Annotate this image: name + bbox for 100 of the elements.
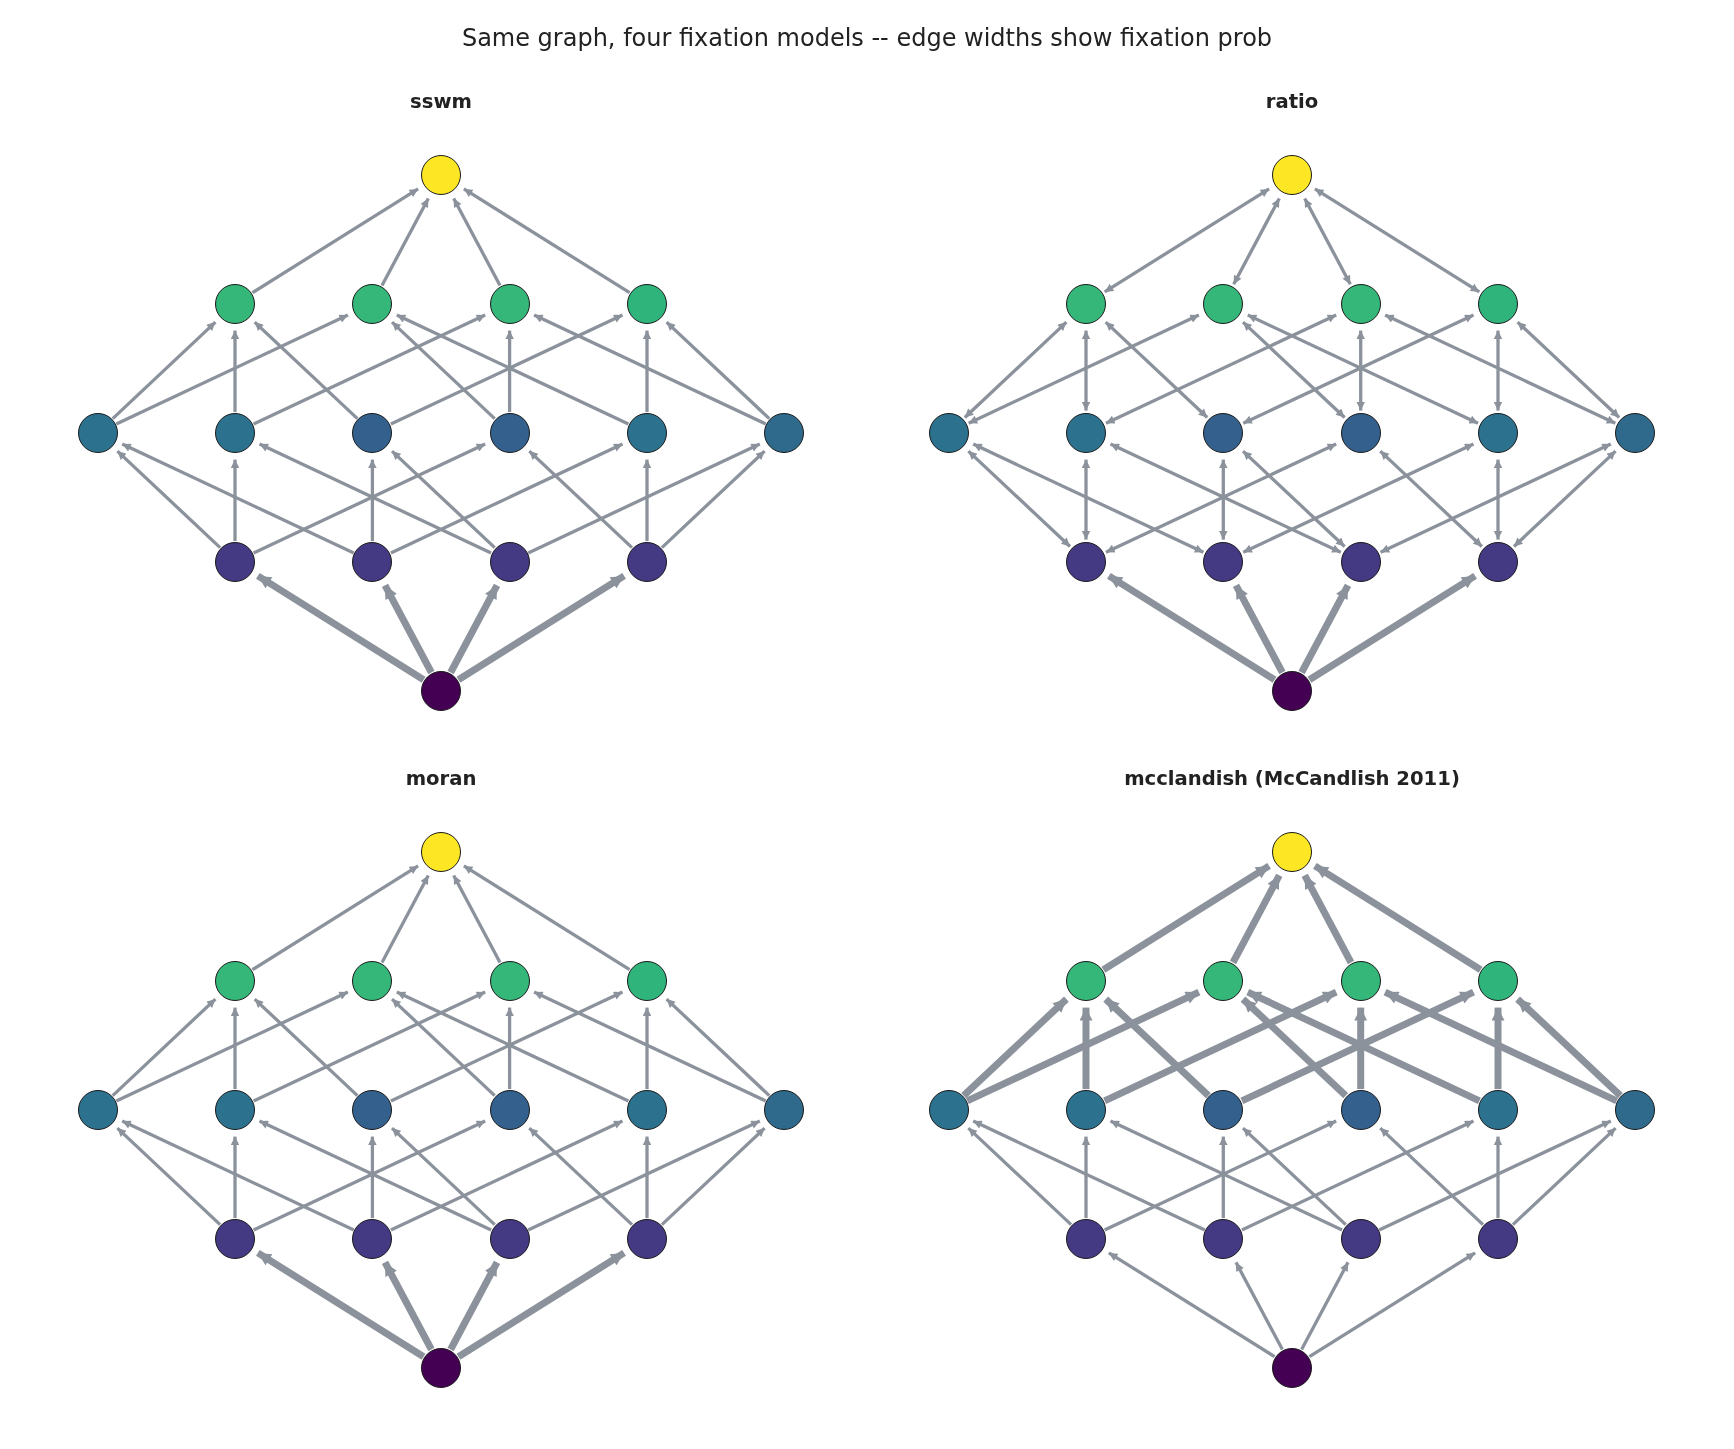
arrow <box>527 442 761 555</box>
graph-node <box>1272 670 1312 711</box>
arrow <box>452 874 502 964</box>
arrow <box>368 1136 377 1219</box>
graph-node <box>1203 1218 1244 1259</box>
arrow <box>961 996 1069 1099</box>
panel-title: ratio <box>1265 90 1319 114</box>
graph-node <box>1340 1218 1381 1259</box>
arrow <box>1493 1136 1503 1219</box>
graph-node <box>1477 283 1518 324</box>
arrow <box>116 449 222 549</box>
arrow <box>1219 1136 1228 1219</box>
arrow <box>1384 313 1616 425</box>
graph-node <box>1066 960 1107 1001</box>
arrow <box>1300 1261 1350 1351</box>
graph-node <box>421 670 461 711</box>
arrow <box>252 990 486 1103</box>
arrow <box>1313 862 1483 973</box>
arrow <box>505 330 514 413</box>
arrow <box>252 313 486 426</box>
arrow <box>1491 1007 1505 1090</box>
arrow <box>1079 1007 1093 1090</box>
graph-node <box>764 1089 805 1130</box>
graph-node <box>1203 283 1244 324</box>
arrow <box>1240 996 1349 1099</box>
arrow <box>1229 873 1283 965</box>
graph-node <box>215 1089 256 1130</box>
graph-node <box>77 1089 118 1130</box>
arrow <box>390 1119 624 1232</box>
arrow <box>1104 320 1209 419</box>
arrow <box>1512 449 1617 548</box>
graph-node <box>489 541 530 582</box>
graph-node <box>1477 1218 1518 1259</box>
arrow <box>642 1007 652 1090</box>
arrow <box>642 459 652 542</box>
graph-node <box>1615 1089 1656 1130</box>
graph-node <box>352 283 393 324</box>
arrow <box>390 1126 496 1226</box>
graph-node <box>928 1089 969 1130</box>
arrow <box>1511 1126 1617 1226</box>
graph-node <box>928 412 969 453</box>
graph-node <box>626 541 667 582</box>
arrow <box>1107 572 1277 683</box>
arrow <box>115 990 349 1103</box>
arrow <box>111 997 217 1097</box>
graph-node <box>1272 831 1312 872</box>
arrow <box>230 1136 240 1219</box>
arrow <box>1241 449 1346 548</box>
arrow <box>642 1136 652 1219</box>
arrow <box>1103 187 1270 294</box>
graph-node <box>215 1218 256 1259</box>
arrow <box>1379 442 1612 554</box>
arrow <box>1081 330 1091 411</box>
arrow <box>660 449 766 549</box>
graph-node <box>1340 960 1381 1001</box>
graph-node <box>215 412 256 453</box>
arrow <box>1493 330 1503 411</box>
graph-node <box>1066 283 1107 324</box>
arrow <box>1103 988 1338 1105</box>
graph-node <box>1477 412 1518 453</box>
arrow <box>527 1119 761 1232</box>
arrow <box>1515 996 1623 1099</box>
graph-node <box>352 412 393 453</box>
arrow <box>1242 442 1475 554</box>
arrow <box>533 313 767 426</box>
arrow <box>1303 197 1352 285</box>
arrow <box>463 187 631 295</box>
arrow <box>1298 583 1352 675</box>
arrow <box>390 320 496 420</box>
panel-title: moran <box>405 767 477 791</box>
arrow <box>116 1126 222 1226</box>
arrow <box>251 187 419 295</box>
graph-node <box>352 1089 393 1130</box>
graph-node <box>489 960 530 1001</box>
panel-title: mcclandish (McCandlish 2011) <box>1124 767 1460 791</box>
graph-node <box>1066 1218 1107 1259</box>
graph-node <box>626 1089 667 1130</box>
graph-node <box>1203 960 1244 1001</box>
graph-node <box>1066 412 1107 453</box>
arrow <box>230 330 240 413</box>
arrow <box>1379 1126 1485 1226</box>
arrow <box>121 442 355 555</box>
graph-node <box>1340 283 1381 324</box>
arrow <box>665 320 771 420</box>
arrow <box>1101 862 1271 973</box>
arrow <box>963 320 1068 419</box>
graph-node <box>489 1089 530 1130</box>
graph-node <box>1340 412 1381 453</box>
arrow <box>1232 583 1286 675</box>
graph-node <box>1477 960 1518 1001</box>
arrow <box>1219 459 1228 540</box>
arrow <box>972 442 1205 554</box>
graph-node <box>215 541 256 582</box>
arrow <box>390 449 496 549</box>
arrow <box>1234 1261 1284 1351</box>
arrow <box>447 1260 501 1352</box>
arrow <box>1108 1251 1276 1359</box>
graph-node <box>1340 1089 1381 1130</box>
graph-node <box>1340 541 1381 582</box>
arrow <box>1383 988 1619 1105</box>
